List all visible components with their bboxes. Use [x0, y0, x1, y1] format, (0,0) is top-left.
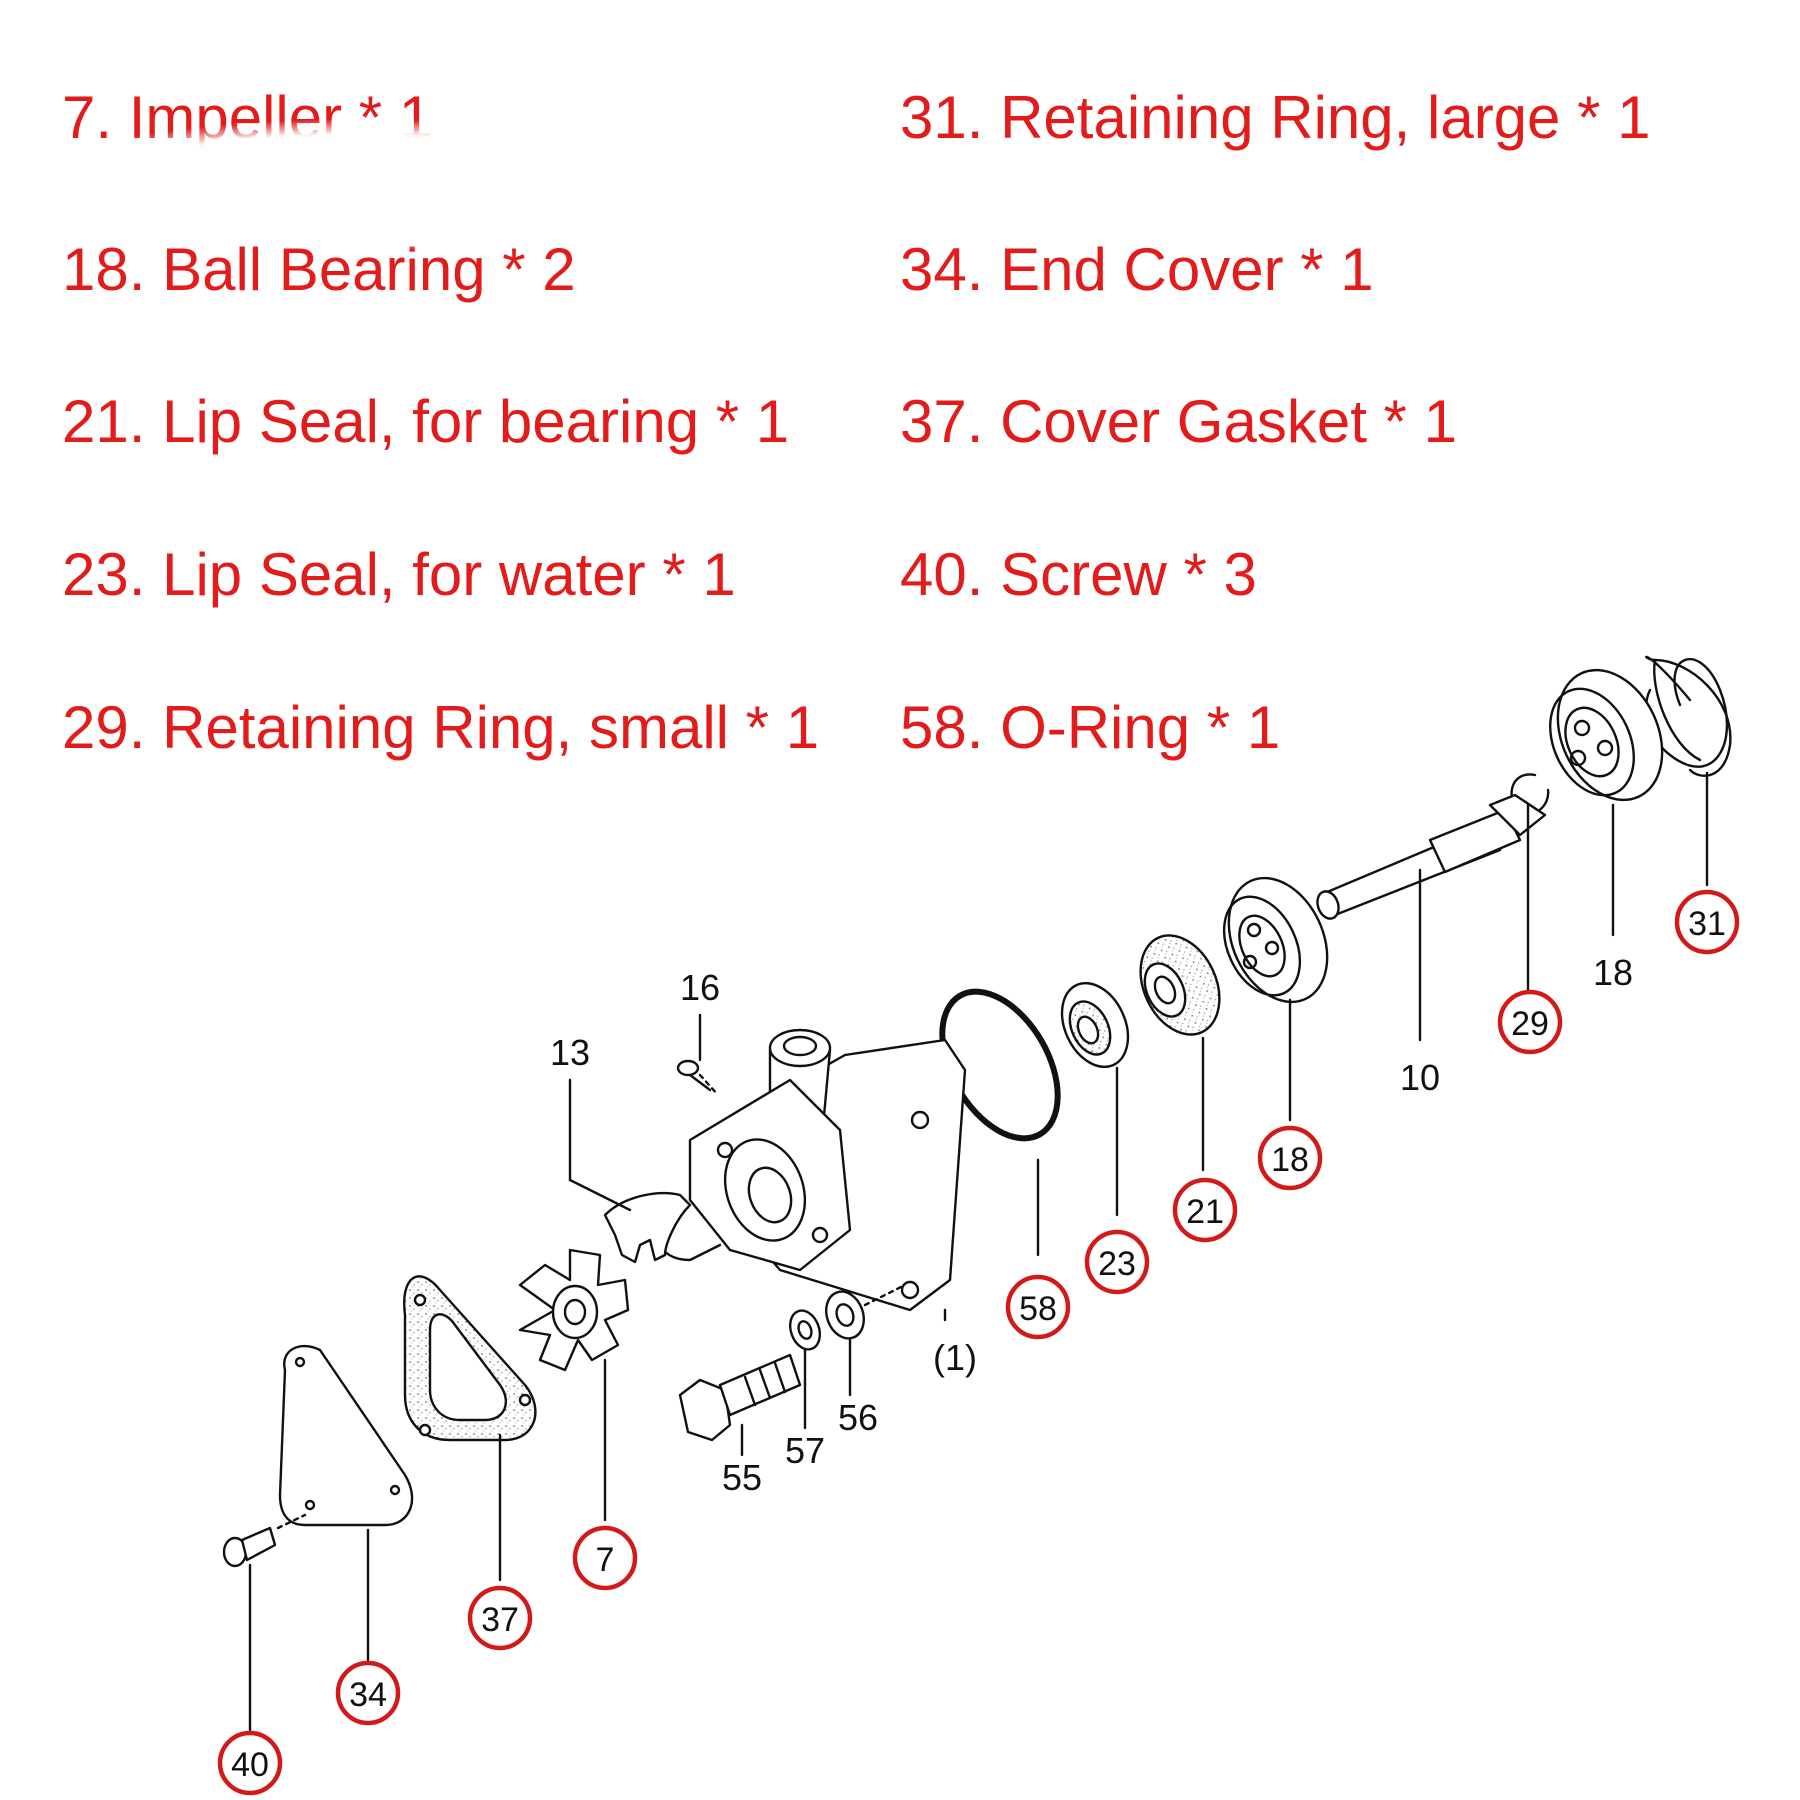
- callout-31: 31: [1674, 889, 1740, 955]
- callout-40: 40: [217, 1730, 283, 1796]
- callout-58: 58: [1005, 1274, 1071, 1340]
- callout-58-label: 58: [1019, 1290, 1057, 1328]
- bolt-55-part: [678, 1353, 802, 1442]
- label-10: 10: [1400, 1057, 1440, 1098]
- shaft-part: [1316, 793, 1547, 920]
- screw-40-part: [222, 1513, 307, 1568]
- label-13: 13: [550, 1032, 590, 1073]
- callout-34-label: 34: [349, 1676, 387, 1714]
- part-line-lip-seal-water: 23. Lip Seal, for water * 1: [62, 541, 736, 608]
- label-55: 55: [722, 1457, 762, 1498]
- label-18-upper: 18: [1593, 952, 1633, 993]
- impeller-part: [518, 1248, 630, 1372]
- part-line-retaining-ring-large: 31. Retaining Ring, large * 1: [900, 84, 1651, 151]
- washer-56-part: [824, 1283, 907, 1340]
- callout-37: 37: [467, 1585, 533, 1651]
- callout-34: 34: [335, 1660, 401, 1726]
- callout-37-label: 37: [481, 1601, 519, 1639]
- ball-bearing-upper-part: [1549, 668, 1664, 802]
- callout-29: 29: [1497, 989, 1563, 1055]
- parts-list: 7. Impeller * 1 18. Ball Bearing * 2 21.…: [0, 0, 1800, 800]
- part-line-screw: 40. Screw * 3: [900, 541, 1257, 608]
- label-1-body: (1): [933, 1337, 977, 1378]
- callout-7-label: 7: [596, 1541, 615, 1579]
- watermark-smear: [30, 120, 690, 250]
- screw-16-part: [676, 1059, 720, 1097]
- callout-40-label: 40: [231, 1746, 269, 1784]
- part-line-retaining-ring-small: 29. Retaining Ring, small * 1: [62, 694, 820, 761]
- callout-18-label: 18: [1271, 1141, 1309, 1179]
- callout-23: 23: [1084, 1229, 1150, 1295]
- lip-seal-water-part: [1060, 981, 1130, 1069]
- part-line-cover-gasket: 37. Cover Gasket * 1: [900, 388, 1457, 455]
- cam-part: [603, 1192, 692, 1264]
- leader-lines: [248, 771, 1709, 1732]
- callout-23-label: 23: [1098, 1245, 1136, 1283]
- pump-body-part: [657, 1028, 967, 1312]
- washer-57-part: [788, 1309, 822, 1351]
- label-56: 56: [838, 1397, 878, 1438]
- end-cover-part: [278, 1344, 414, 1527]
- lip-seal-bearing-part: [1139, 934, 1221, 1036]
- callout-18: 18: [1257, 1125, 1323, 1191]
- callout-29-label: 29: [1511, 1005, 1549, 1043]
- label-57: 57: [785, 1430, 825, 1471]
- part-line-lip-seal-bearing: 21. Lip Seal, for bearing * 1: [62, 388, 790, 455]
- part-line-end-cover: 34. End Cover * 1: [900, 236, 1374, 303]
- label-16: 16: [680, 967, 720, 1008]
- part-line-o-ring: 58. O-Ring * 1: [900, 694, 1281, 761]
- callout-21: 21: [1172, 1177, 1238, 1243]
- cover-gasket-part: [403, 1275, 537, 1442]
- ball-bearing-lower-part: [1222, 876, 1329, 1004]
- callout-7: 7: [572, 1525, 638, 1591]
- callout-21-label: 21: [1186, 1193, 1224, 1231]
- callout-31-label: 31: [1688, 905, 1726, 943]
